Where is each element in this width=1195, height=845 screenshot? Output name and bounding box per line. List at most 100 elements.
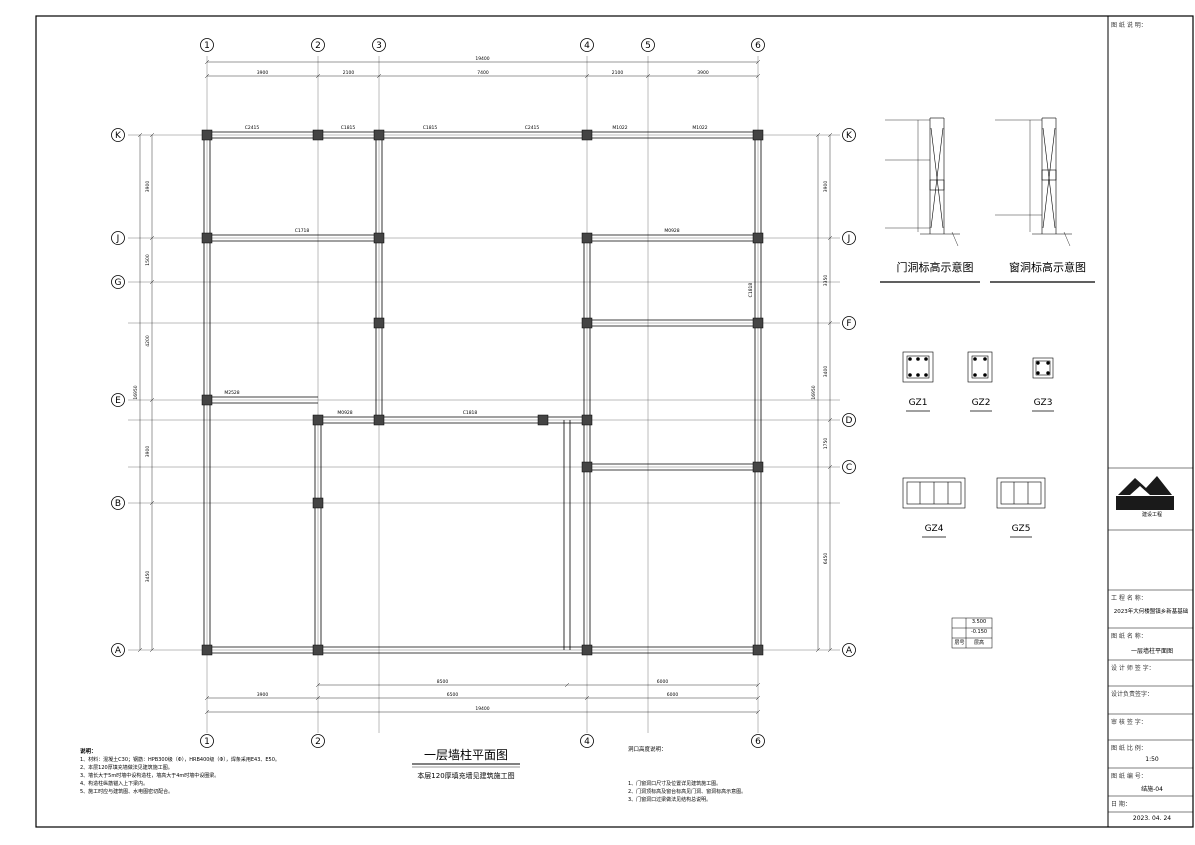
grid-bubble-top [580, 38, 594, 52]
dim-top-text: 3900 [257, 70, 269, 76]
grid-bubble-right-label: K [846, 131, 853, 141]
dim-top-text: 2100 [612, 70, 624, 76]
dim-top-total-tick [755, 59, 761, 65]
grid-bubble-right-label: A [846, 646, 853, 656]
notes-title: 说明： [80, 749, 97, 755]
dim-left-total-tick [137, 647, 143, 653]
grid-bubble-bottom [580, 734, 594, 748]
grid-bubble-top [311, 38, 325, 52]
grid-bubble-bottom [200, 734, 214, 748]
column-tag-gz5: GZ5 [1011, 524, 1031, 534]
grid-bubble-top [641, 38, 655, 52]
notes-item: 2、本层120厚填充墙做法见建筑施工图。 [80, 765, 173, 771]
opening-tag: M2528 [224, 390, 239, 396]
dim-left-tick [149, 132, 155, 138]
grid-bubble-top-label: 5 [645, 41, 651, 51]
grid-bubble-top-label: 4 [584, 41, 590, 51]
structural-column [373, 317, 385, 329]
dim-left-text: 4200 [145, 335, 151, 347]
dim-bottom-text: 3900 [257, 692, 269, 698]
dim-bottom-tick [204, 695, 210, 701]
drawing-name-value: 一层墙柱平面图 [1130, 648, 1173, 655]
opening-tag: C1815 [423, 125, 438, 131]
grid-bubble-left-label: J [116, 234, 120, 244]
dim-top-text: 3900 [697, 70, 709, 76]
structural-column [537, 414, 549, 426]
dim-left-text: 3900 [145, 181, 151, 193]
grid-bubble-top [751, 38, 765, 52]
dim-top-total-text: 19400 [475, 56, 489, 62]
dim-right-total-tick [815, 132, 821, 138]
company-logo [1116, 476, 1174, 510]
dim-bottom-total-text: 19400 [475, 706, 489, 712]
grid-bubble-top [372, 38, 386, 52]
grid-bubble-right [842, 460, 856, 474]
dim-left-total-text: 16950 [133, 385, 139, 399]
opening-notes-item: 3、门窗洞口过梁做法见结构总说明。 [628, 797, 712, 803]
structural-column [373, 414, 385, 426]
elev-cell: 3.500 [971, 619, 987, 625]
drawing-main-title: 一层墙柱平面图 [423, 748, 508, 762]
opening-tag: M0928 [664, 228, 679, 234]
structural-column [373, 232, 385, 244]
column-tag-gz2: GZ2 [971, 398, 991, 408]
grid-bubble-right [842, 643, 856, 657]
dim-top-tick [645, 73, 651, 79]
dim-bottom-text: 6500 [447, 692, 459, 698]
drawing-subtitle: 本层120厚填充墙见建筑施工图 [417, 772, 515, 780]
column-tag-underlines [906, 410, 1054, 538]
structural-column [752, 232, 764, 244]
dim-bottom-2-text: 6000 [657, 679, 669, 685]
door-detail-title: 门洞标高示意图 [896, 261, 974, 274]
grid-bubble-right [842, 316, 856, 330]
structural-column [373, 129, 385, 141]
dim-bottom-2-tick [755, 682, 761, 688]
notes-item: 3、墙长大于5m时墙中设构造柱，墙高大于4m时墙中设圈梁。 [80, 773, 220, 779]
scale-value: 1:50 [1145, 756, 1159, 763]
notes-item: 1、材料：混凝土C30；钢筋：HPB300级（Φ），HRB400级（Φ），焊条采… [80, 757, 280, 763]
dim-bottom-tick [755, 695, 761, 701]
structural-column [581, 644, 593, 656]
dim-top-text: 2100 [343, 70, 355, 76]
structural-column [201, 129, 213, 141]
structural-column [581, 414, 593, 426]
dim-bottom-2-text: 8500 [437, 679, 449, 685]
grid-bubble-left-label: G [115, 278, 122, 288]
reviewer-label: 审 核 签 字： [1111, 719, 1147, 726]
window-detail-title: 窗洞标高示意图 [1009, 261, 1086, 274]
dim-left-tick [149, 397, 155, 403]
sheet-frame [35, 15, 1194, 828]
dim-right-text: 6450 [823, 553, 829, 565]
opening-tag: M0928 [337, 410, 352, 416]
dim-left-tick [149, 279, 155, 285]
number-label: 图 纸 编 号： [1111, 773, 1147, 780]
dim-bottom-total-tick [755, 709, 761, 715]
dim-bottom-2-tick [315, 682, 321, 688]
design-notes-label: 图 纸 说 明： [1111, 22, 1147, 29]
structural-column [581, 232, 593, 244]
dim-top-tick [204, 73, 210, 79]
grid-bubble-top-label: 6 [755, 41, 761, 51]
door-elevation-detail [880, 117, 980, 283]
opening-tag: C1818 [463, 410, 478, 416]
elev-cell: -0.150 [970, 629, 988, 635]
grid-bubble-left-label: E [115, 396, 121, 406]
structural-column [201, 644, 213, 656]
structural-column [752, 317, 764, 329]
notes-item: 5、施工时应与建筑图、水电图密切配合。 [80, 789, 174, 795]
dim-bottom-tick [315, 695, 321, 701]
opening-tag: C1815 [341, 125, 356, 131]
dim-left-tick [149, 647, 155, 653]
structural-column [581, 461, 593, 473]
opening-tag: C2415 [525, 125, 540, 131]
grid-bubble-right-label: C [846, 463, 852, 473]
notes-item: 4、构造柱纵筋锚入上下梁内。 [80, 781, 149, 787]
dim-right-tick [827, 464, 833, 470]
dim-right-tick [827, 647, 833, 653]
dim-bottom-tick [584, 695, 590, 701]
grid-bubble-top-label: 3 [376, 41, 382, 51]
dim-bottom-text: 6000 [667, 692, 679, 698]
structural-column [312, 644, 324, 656]
